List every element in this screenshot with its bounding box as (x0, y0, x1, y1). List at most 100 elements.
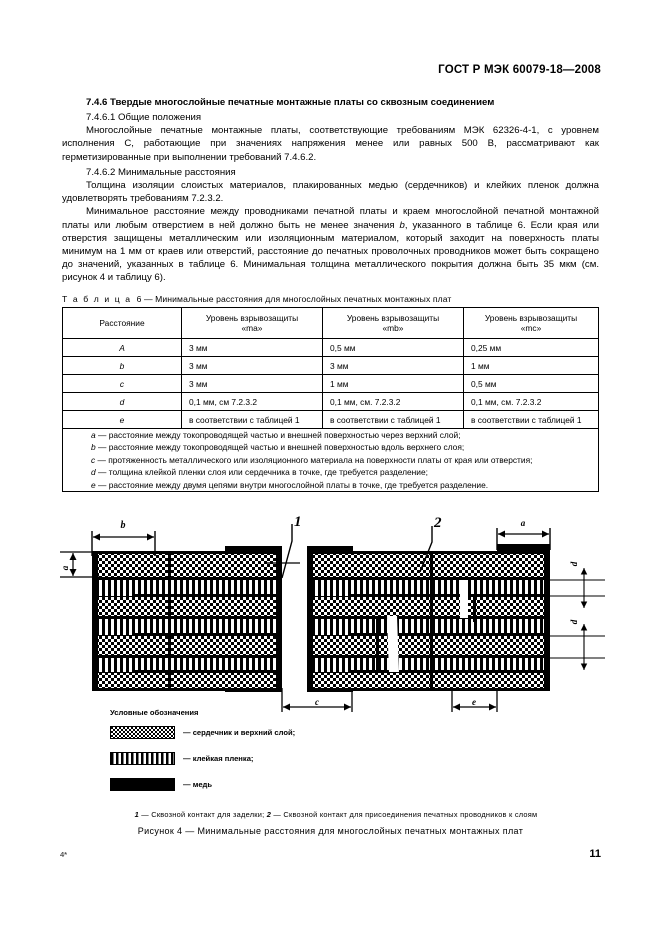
table-caption-text: — Минимальные расстояния для многослойны… (143, 294, 452, 304)
paragraph-general-provisions: Многослойные печатные монтажные платы, с… (62, 125, 599, 163)
core-layer-bottom (98, 673, 276, 688)
dimension-a-right: a (496, 518, 551, 550)
footer-page-number: 11 (589, 848, 601, 860)
via-slot-upper (460, 580, 468, 618)
row-label: b (62, 356, 182, 375)
copper-trace (350, 670, 544, 673)
table-row: d 0,1 мм, см 7.2.3.2 0,1 мм, см. 7.2.3.2… (62, 392, 599, 411)
figure-key-text-2: — Сквозной контакт для присоединения печ… (271, 810, 538, 819)
paragraph-minimum-distance-part-b: , указанного в таблице 6. Если края или … (62, 219, 599, 284)
table-note-b: b — расстояние между токопроводящей част… (91, 442, 465, 453)
table-notes-row: a — расстояние между токопроводящей част… (62, 427, 599, 493)
paragraph-minimum-distance-symbol-b: b (399, 219, 405, 231)
legend-item-film: — клейкая пленка; (110, 752, 400, 765)
left-top-copper-pad (225, 546, 282, 553)
table-caption-label: Т а б л и ц а (62, 294, 132, 304)
figure-4-pcb-cross-section: b a a d d (60, 516, 605, 712)
adhesive-film-layer (313, 580, 544, 596)
core-layer-bottom (313, 673, 544, 688)
dimension-b: b (91, 520, 156, 556)
table-row: e в соответствии с таблицей 1 в соответс… (62, 410, 599, 429)
core-layer-top (313, 554, 544, 577)
cell-mc: в соответствии с таблицей 1 (463, 410, 599, 429)
table-note-d: d — толщина клейкой пленки слоя или серд… (91, 467, 428, 478)
core-swatch-icon (110, 726, 175, 739)
table-note-c: c — протяженность металлического или изо… (91, 454, 533, 465)
row-label: A (62, 338, 182, 357)
copper-trace (350, 594, 544, 597)
dimension-label-d-upper: d (569, 561, 579, 566)
copper-trace (313, 655, 544, 658)
callout-label-2: 2 (433, 516, 442, 531)
cell-mb: в соответствии с таблицей 1 (322, 410, 464, 429)
callout-2: 2 (419, 516, 442, 573)
copper-trace (135, 594, 276, 597)
footer-left-mark: 4* (60, 850, 68, 859)
subsection-heading-7-4-6-2: 7.4.6.2 Минимальные расстояния (86, 166, 236, 178)
dimension-d-lower: d (544, 619, 605, 670)
dimension-d-upper: d (544, 561, 605, 608)
copper-trace (135, 633, 276, 636)
copper-trace (98, 655, 276, 658)
cell-mb: 0,1 мм, см. 7.2.3.2 (322, 392, 464, 411)
table-header-row: Расстояние Уровень взрывозащиты «ma» Уро… (62, 307, 599, 339)
table-6-minimum-distances: Расстояние Уровень взрывозащиты «ma» Уро… (62, 307, 599, 493)
cell-mb: 0,5 мм (322, 338, 464, 357)
table-row: A 3 мм 0,5 мм 0,25 мм (62, 338, 599, 357)
column-header-level-mc: Уровень взрывозащиты «mc» (463, 307, 599, 339)
film-swatch-icon (110, 752, 175, 765)
cell-mc: 0,5 мм (463, 374, 599, 393)
cell-ma: в соответствии с таблицей 1 (181, 410, 323, 429)
left-internal-copper-divider (168, 554, 171, 688)
cell-mc: 0,1 мм, см. 7.2.3.2 (463, 392, 599, 411)
cell-ma: 0,1 мм, см 7.2.3.2 (181, 392, 323, 411)
cell-mb: 3 мм (322, 356, 464, 375)
right-board-stack (307, 544, 550, 692)
cell-ma: 3 мм (181, 374, 323, 393)
legend-label-core: — сердечник и верхний слой; (183, 728, 296, 737)
figure-key-num-2: 2 (266, 810, 272, 819)
dimension-a-left: a (60, 551, 100, 578)
table-body: A 3 мм 0,5 мм 0,25 мм b 3 мм 3 мм 1 мм c… (62, 338, 599, 493)
adhesive-film-layer (98, 619, 276, 635)
legend-item-copper: — медь (110, 778, 400, 791)
row-label: d (62, 392, 182, 411)
copper-trace (350, 633, 544, 636)
table-row: c 3 мм 1 мм 0,5 мм (62, 374, 599, 393)
figure-legend: Условные обозначения — сердечник и верхн… (110, 708, 400, 804)
core-layer (98, 636, 276, 655)
cell-mb: 1 мм (322, 374, 464, 393)
core-layer-top (98, 554, 276, 577)
copper-trace (98, 577, 276, 580)
dimension-label-e: e (472, 697, 476, 707)
cell-ma: 3 мм (181, 338, 323, 357)
table-caption: Т а б л и ц а 6 — Минимальные расстояния… (62, 294, 451, 304)
legend-item-core: — сердечник и верхний слой; (110, 726, 400, 739)
section-heading-7-4-6: 7.4.6 Твердые многослойные печатные монт… (86, 97, 495, 108)
through-hole-gap (282, 551, 307, 692)
cell-ma: 3 мм (181, 356, 323, 375)
column-header-level-mb: Уровень взрывозащиты «mb» (322, 307, 464, 339)
dimension-label-c: c (315, 697, 319, 707)
table-row: b 3 мм 3 мм 1 мм (62, 356, 599, 375)
row-label: c (62, 374, 182, 393)
legend-label-film: — клейкая пленка; (183, 754, 254, 763)
via-slot-lower (387, 616, 399, 672)
paragraph-insulation-thickness: Толщина изоляции слоистых материалов, пл… (62, 180, 599, 205)
copper-swatch-icon (110, 778, 175, 791)
subsection-heading-7-4-6-1: 7.4.6.1 Общие положения (86, 112, 202, 123)
figure-key-num-1: 1 (134, 810, 139, 819)
copper-trace (313, 616, 544, 619)
right-top-copper-pad (307, 546, 353, 553)
legend-label-copper: — медь (183, 780, 213, 789)
table-note-e: e — расстояние между двумя цепями внутри… (91, 479, 489, 490)
figure-key: 1 — Сквозной контакт для заделки; 2 — Ск… (86, 810, 586, 819)
column-header-level-ma: Уровень взрывозащиты «ma» (181, 307, 323, 339)
table-note-a: a — расстояние между токопроводящей част… (91, 430, 461, 440)
dimension-label-b: b (121, 520, 126, 531)
legend-title: Условные обозначения (110, 708, 199, 717)
table-caption-number: 6 (136, 294, 142, 304)
copper-partition (473, 597, 476, 622)
core-layer (98, 597, 276, 616)
dimension-label-a-top-right: a (521, 518, 526, 528)
